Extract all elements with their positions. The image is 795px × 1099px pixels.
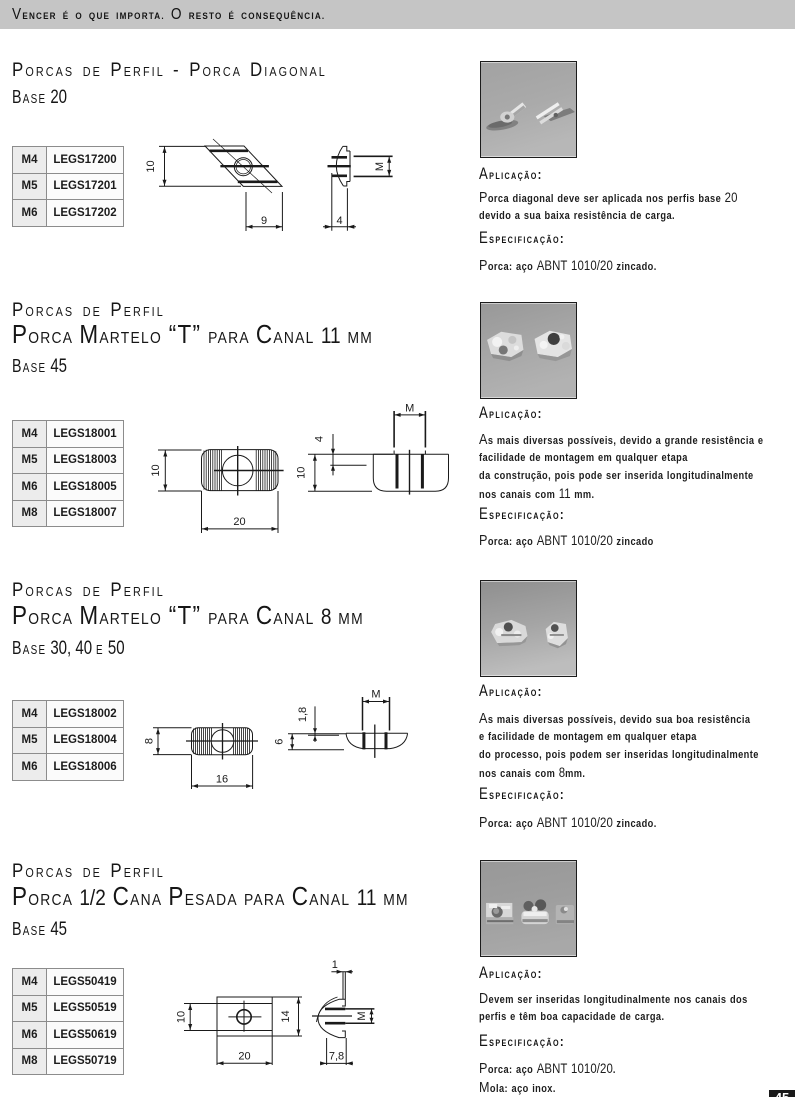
svg-text:M: M — [405, 403, 414, 415]
svg-text:10: 10 — [176, 1011, 188, 1023]
svg-text:20: 20 — [233, 516, 245, 528]
svg-text:1: 1 — [332, 959, 338, 971]
svg-text:8: 8 — [144, 738, 156, 744]
svg-text:4: 4 — [336, 215, 342, 227]
svg-text:M: M — [356, 1011, 368, 1020]
svg-text:M: M — [371, 689, 380, 701]
svg-text:20: 20 — [238, 1051, 250, 1063]
svg-text:1,8: 1,8 — [297, 707, 309, 722]
svg-text:6: 6 — [274, 739, 286, 745]
svg-text:9: 9 — [261, 215, 267, 227]
svg-text:16: 16 — [216, 774, 228, 786]
svg-text:10: 10 — [296, 467, 308, 479]
svg-text:M: M — [374, 162, 386, 171]
svg-text:14: 14 — [280, 1010, 292, 1022]
svg-text:7,8: 7,8 — [329, 1051, 344, 1063]
svg-text:4: 4 — [314, 436, 326, 442]
svg-text:10: 10 — [150, 464, 162, 476]
svg-text:10: 10 — [145, 160, 157, 172]
